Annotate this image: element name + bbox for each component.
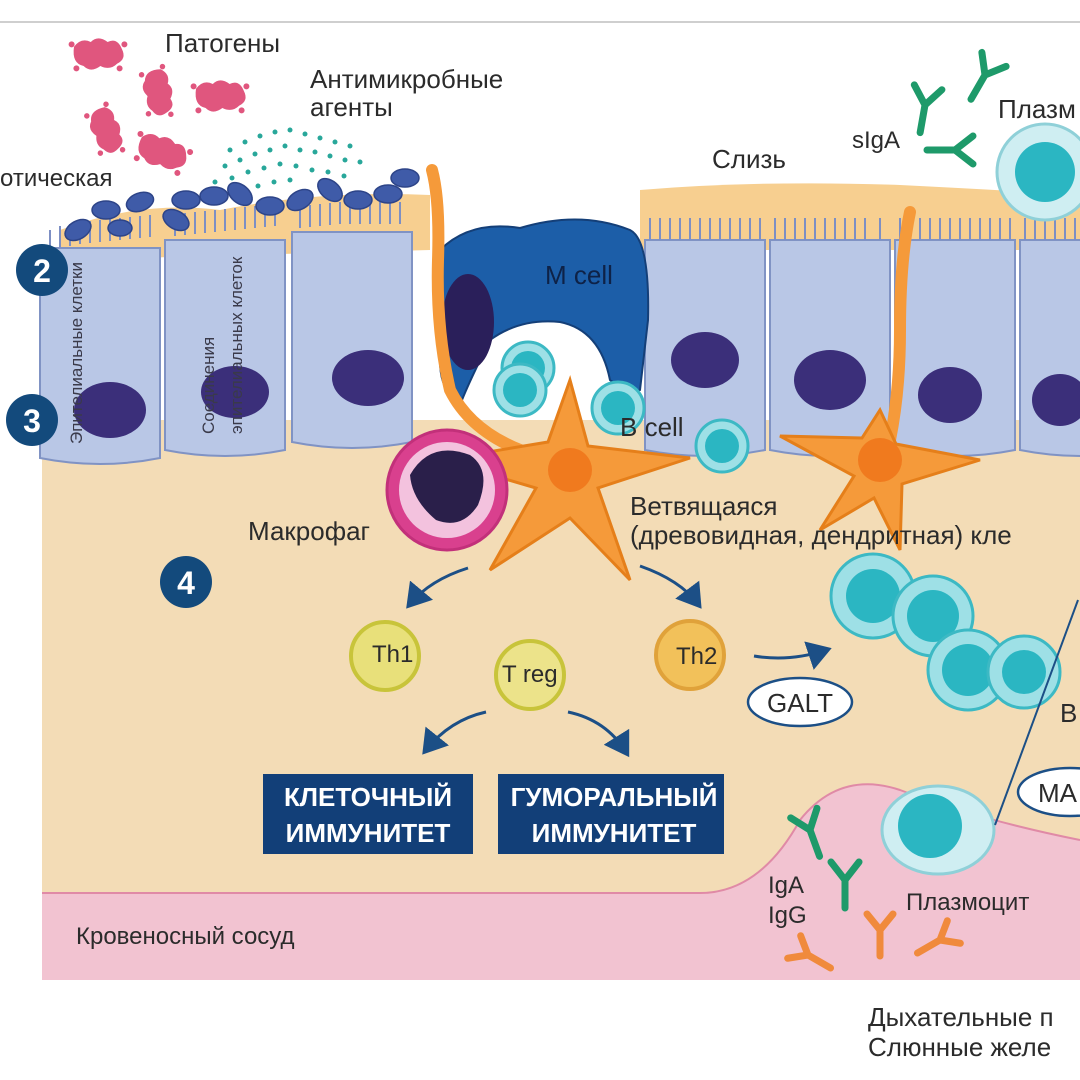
dendritic-process-right — [884, 206, 916, 446]
marker-4: 4 — [160, 556, 212, 608]
m-cell-label: M cell — [545, 260, 613, 290]
siga-label: sIgA — [852, 127, 900, 154]
cell-junctions-label-1: Соединения — [199, 337, 218, 434]
dendritic-label-2: (древовидная, дендритная) кле — [630, 520, 1012, 550]
plasma-cell-top — [995, 122, 1080, 222]
microvilli-right — [649, 218, 1076, 240]
svg-text:2: 2 — [33, 253, 51, 289]
epithelial-cells-right — [644, 239, 1080, 457]
respiratory-label: Дыхательные п — [868, 1002, 1054, 1032]
dendritic-process-left — [426, 164, 526, 456]
galt-badge — [746, 676, 854, 728]
salivary-label: Слюнные желе — [868, 1032, 1051, 1062]
dendritic-label-1: Ветвящаяся — [630, 491, 777, 521]
humoral-immunity-line1: ГУМОРАЛЬНЫЙ — [511, 782, 718, 812]
probiotic-label: отическая — [0, 165, 112, 192]
macrophage-label: Макрофаг — [248, 516, 370, 546]
m-cell — [439, 218, 650, 402]
arrows — [406, 564, 832, 758]
b-cell-label: B cell — [620, 412, 684, 442]
treg-label: T reg — [502, 661, 558, 688]
b-cell-cluster — [829, 552, 1062, 712]
siga-antibodies — [906, 52, 1006, 164]
treg-cell — [494, 639, 566, 711]
pathogens — [68, 38, 250, 179]
antimicrobial-label-2: агенты — [310, 92, 393, 122]
dendritic-cell-right — [779, 406, 981, 551]
th2-label: Th2 — [676, 643, 717, 670]
blood-vessel-label: Кровеносный сосуд — [76, 923, 295, 950]
marker-2: 2 — [16, 244, 68, 296]
pathogens-label: Патогены — [165, 28, 280, 58]
epithelial-cells-left — [39, 231, 413, 465]
humoral-immunity-box — [498, 774, 724, 854]
cellular-immunity-line2: ИММУНИТЕТ — [286, 818, 451, 848]
epithelial-cells-label: Эпителиальные клетки — [67, 262, 86, 444]
ma-label: MA — [1038, 778, 1078, 808]
antimicrobial-dots — [212, 127, 363, 189]
cellular-immunity-line1: КЛЕТОЧНЫЙ — [284, 782, 452, 812]
galt-label: GALT — [767, 688, 833, 718]
iga-label: IgA — [768, 872, 804, 899]
igg-label: IgG — [768, 902, 807, 929]
th1-cell — [349, 620, 421, 692]
cellular-immunity-box — [263, 774, 473, 854]
b-partial-label: B — [1060, 698, 1077, 728]
pointer-line — [994, 599, 1079, 826]
commensal-bacteria — [64, 168, 420, 242]
blood-vessel — [42, 784, 1080, 980]
macrophage — [385, 428, 509, 552]
antimicrobial-label-1: Антимикробные — [310, 64, 503, 94]
svg-text:3: 3 — [23, 403, 41, 439]
plasma-top-label: Плазм — [998, 94, 1076, 124]
th2-cell — [654, 619, 726, 691]
plasmocyte-label: Плазмоцит — [906, 889, 1029, 916]
marker-3: 3 — [6, 394, 58, 446]
humoral-immunity-line2: ИММУНИТЕТ — [532, 818, 697, 848]
ma-badge — [1016, 766, 1080, 818]
th1-label: Th1 — [372, 641, 413, 668]
plasma-cell-bottom — [880, 784, 996, 876]
cell-junctions-label-2: эпителиальных клеток — [227, 256, 246, 434]
mucus-label: Слизь — [712, 144, 786, 174]
svg-text:4: 4 — [177, 565, 195, 601]
